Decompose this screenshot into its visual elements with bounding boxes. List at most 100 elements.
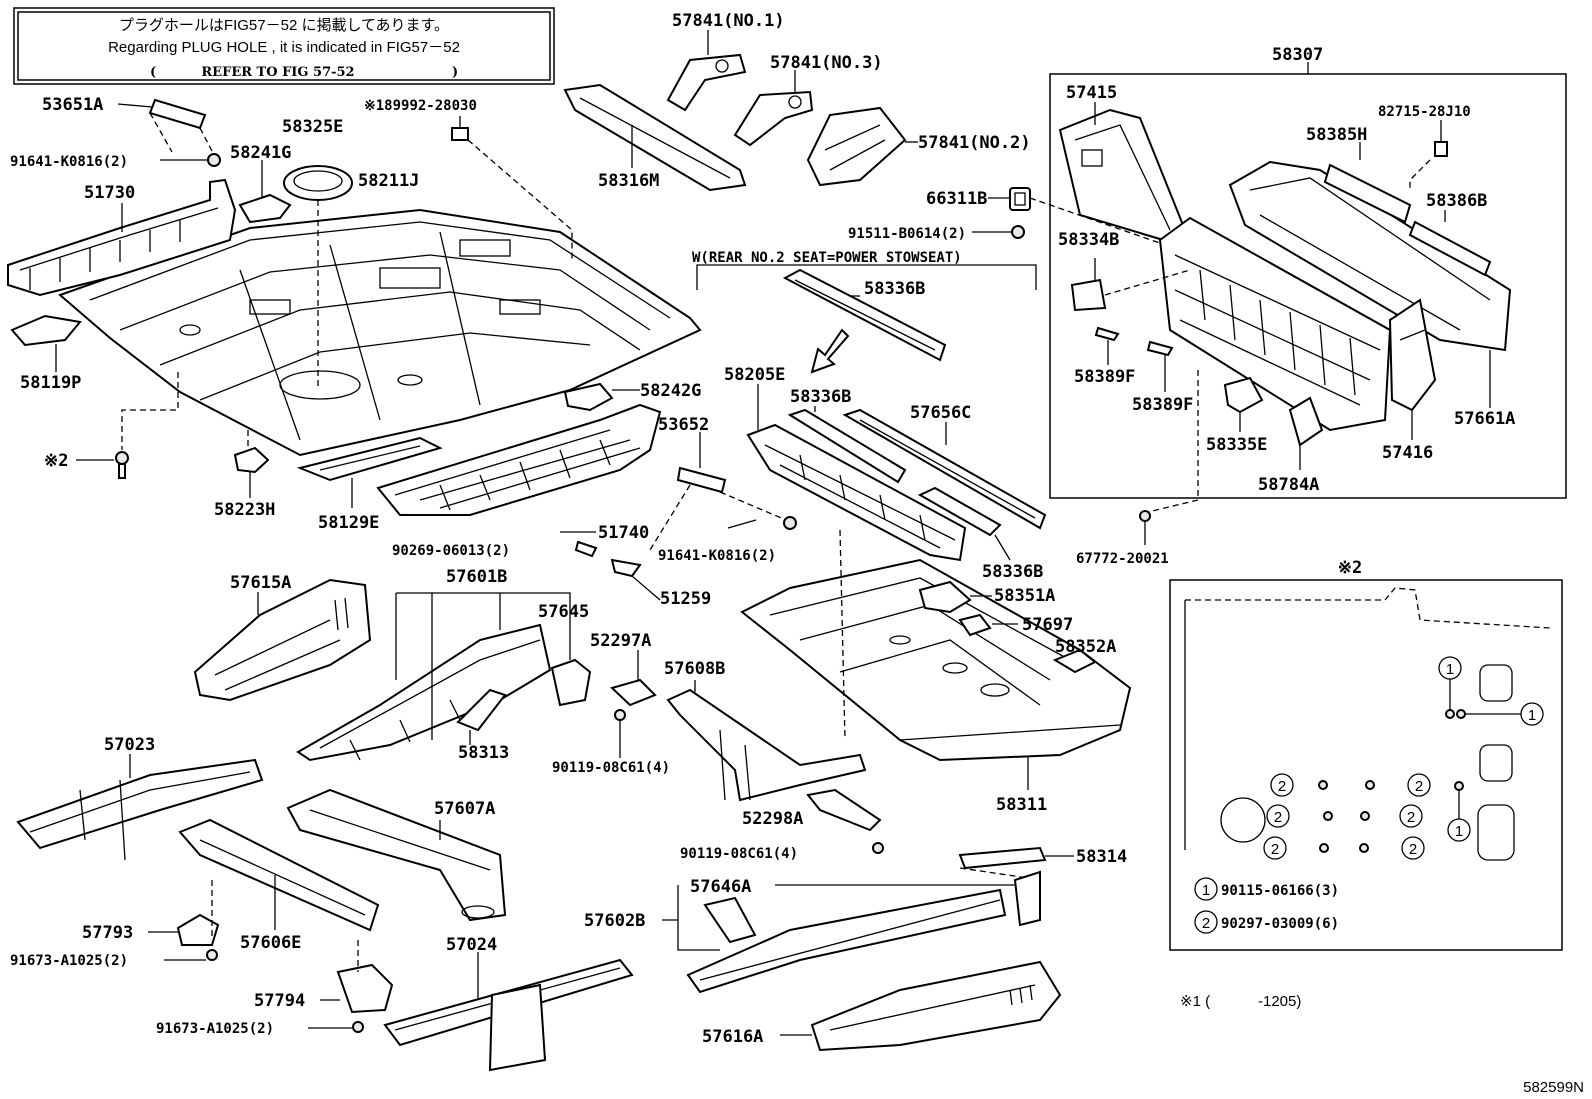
bracket-58351A: [918, 580, 992, 614]
svg-text:2: 2: [1202, 915, 1210, 932]
part-66311B: [972, 187, 1181, 251]
crossmember-57024: [383, 952, 634, 1072]
rail-51730: [7, 178, 237, 297]
label-90269: 90269-06013(2): [392, 543, 510, 559]
label-67772: 67772-20021: [1076, 551, 1169, 567]
label-189992: ※189992-28030: [364, 98, 477, 114]
bracket-53651A: [117, 98, 221, 167]
label-57646A: 57646A: [690, 877, 751, 897]
plate-58129E: [296, 436, 443, 508]
member-57607A: [286, 788, 507, 922]
label-58336B-upper: 58336B: [864, 279, 925, 299]
label-58389F-b: 58389F: [1132, 395, 1193, 415]
crossmember-58205E: [746, 384, 967, 562]
retainer-58386B: [1408, 210, 1492, 277]
member-57616A: [780, 960, 1062, 1052]
callout-2-f: 2: [1359, 836, 1425, 860]
label-58336B-lower: 58336B: [982, 562, 1043, 582]
svg-text:90115-06166(3): 90115-06166(3): [1221, 883, 1339, 899]
crossmember-58316M: [563, 83, 747, 192]
callout-2-c: 2: [1263, 836, 1329, 860]
label-58119P: 58119P: [20, 373, 81, 393]
label-57656C: 57656C: [910, 403, 971, 423]
rear-floor-58311: [740, 529, 1132, 790]
label-w-power-stowseat: W(REAR NO.2 SEAT=POWER STOWSEAT): [692, 250, 962, 266]
label-57416: 57416: [1382, 443, 1433, 463]
label-ref-2: ※2: [44, 451, 68, 471]
label-91673-b: 91673-A1025(2): [156, 1021, 274, 1037]
bracket-53652: [649, 432, 797, 551]
member-57615A: [193, 578, 372, 702]
svg-text:2: 2: [1278, 778, 1286, 795]
footnote-range: -1205): [1258, 993, 1301, 1010]
label-58314: 58314: [1076, 847, 1127, 867]
bracket-52297A: [610, 650, 657, 758]
callout-1-b: 1: [1456, 702, 1544, 726]
bracket-58223H: [233, 430, 270, 498]
label-57607A: 57607A: [434, 799, 495, 819]
reinforcement-58336B-lower: [917, 486, 1011, 561]
plug-189992: [451, 116, 573, 262]
label-58386B: 58386B: [1426, 191, 1487, 211]
label-58352A: 58352A: [1055, 637, 1116, 657]
panel-57415: [1058, 102, 1187, 247]
clip-90269: [574, 540, 598, 558]
bracket-58242G: [563, 382, 640, 412]
label-57616A: 57616A: [702, 1027, 763, 1047]
label-53652: 53652: [658, 415, 709, 435]
bracket-52298A: [806, 788, 884, 854]
label-57793: 57793: [82, 923, 133, 943]
direction-arrow: [810, 328, 850, 374]
bracket-57645: [550, 658, 592, 707]
label-51259: 51259: [660, 589, 711, 609]
panel-58385H: [1228, 160, 1512, 352]
grommet-67772: [1139, 370, 1199, 545]
notice-line-3-open: (: [150, 65, 156, 80]
reinforcement-57656C: [842, 408, 1047, 530]
label-57841-no1: 57841(NO.1): [672, 11, 785, 31]
notice-box: プラグホールはFIG57－52 に掲載してあります。 Regarding PLU…: [13, 7, 555, 85]
member-57608B: [666, 680, 867, 802]
bracket-57793: [148, 880, 220, 961]
label-57024: 57024: [446, 935, 497, 955]
callout-2-d: 2: [1365, 773, 1431, 797]
member-57601B: [296, 592, 571, 762]
reinforcement-58336B-middle: [787, 406, 907, 484]
bracket-57841-no1: [666, 30, 747, 112]
label-57606E: 57606E: [240, 933, 301, 953]
svg-text:1: 1: [1455, 823, 1463, 840]
svg-text:2: 2: [1409, 841, 1417, 858]
label-52298A: 52298A: [742, 809, 803, 829]
callout-2-b: 2: [1266, 804, 1333, 828]
part-57697: [958, 613, 1018, 637]
bracket-57794: [308, 940, 394, 1033]
part-labels: 53651A 91641-K0816(2) 51730 58119P ※2 58…: [10, 11, 1515, 1047]
bracket-58119P: [10, 314, 82, 372]
label-58211J: 58211J: [358, 171, 419, 191]
label-82715: 82715-28J10: [1378, 104, 1471, 120]
label-91641-mid: 91641-K0816(2): [658, 548, 776, 564]
floor-pan-58211J: [58, 208, 702, 457]
label-57023: 57023: [104, 735, 155, 755]
label-58351A: 58351A: [994, 586, 1055, 606]
label-58241G: 58241G: [230, 143, 291, 163]
label-58307: 58307: [1272, 45, 1323, 65]
notice-line-3-text: REFER TO FIG 57-52: [201, 65, 354, 80]
bolt-ref-2: [76, 372, 179, 479]
label-58205E: 58205E: [724, 365, 785, 385]
callout-1-c: 1: [1447, 781, 1471, 842]
bracket-51259: [610, 519, 757, 601]
retainer-58385H: [1323, 142, 1412, 224]
label-57601B: 57601B: [446, 567, 507, 587]
bracket-58334B: [1070, 258, 1191, 312]
label-91641-top: 91641-K0816(2): [10, 154, 128, 170]
svg-text:2: 2: [1274, 809, 1282, 826]
label-91511: 91511-B0614(2): [848, 226, 966, 242]
label-91673-a: 91673-A1025(2): [10, 953, 128, 969]
label-58223H: 58223H: [214, 500, 275, 520]
svg-text:1: 1: [1528, 707, 1536, 724]
label-66311B: 66311B: [926, 189, 987, 209]
bracket-57602B: [662, 885, 757, 951]
notice-line-3-close: ): [452, 65, 458, 80]
